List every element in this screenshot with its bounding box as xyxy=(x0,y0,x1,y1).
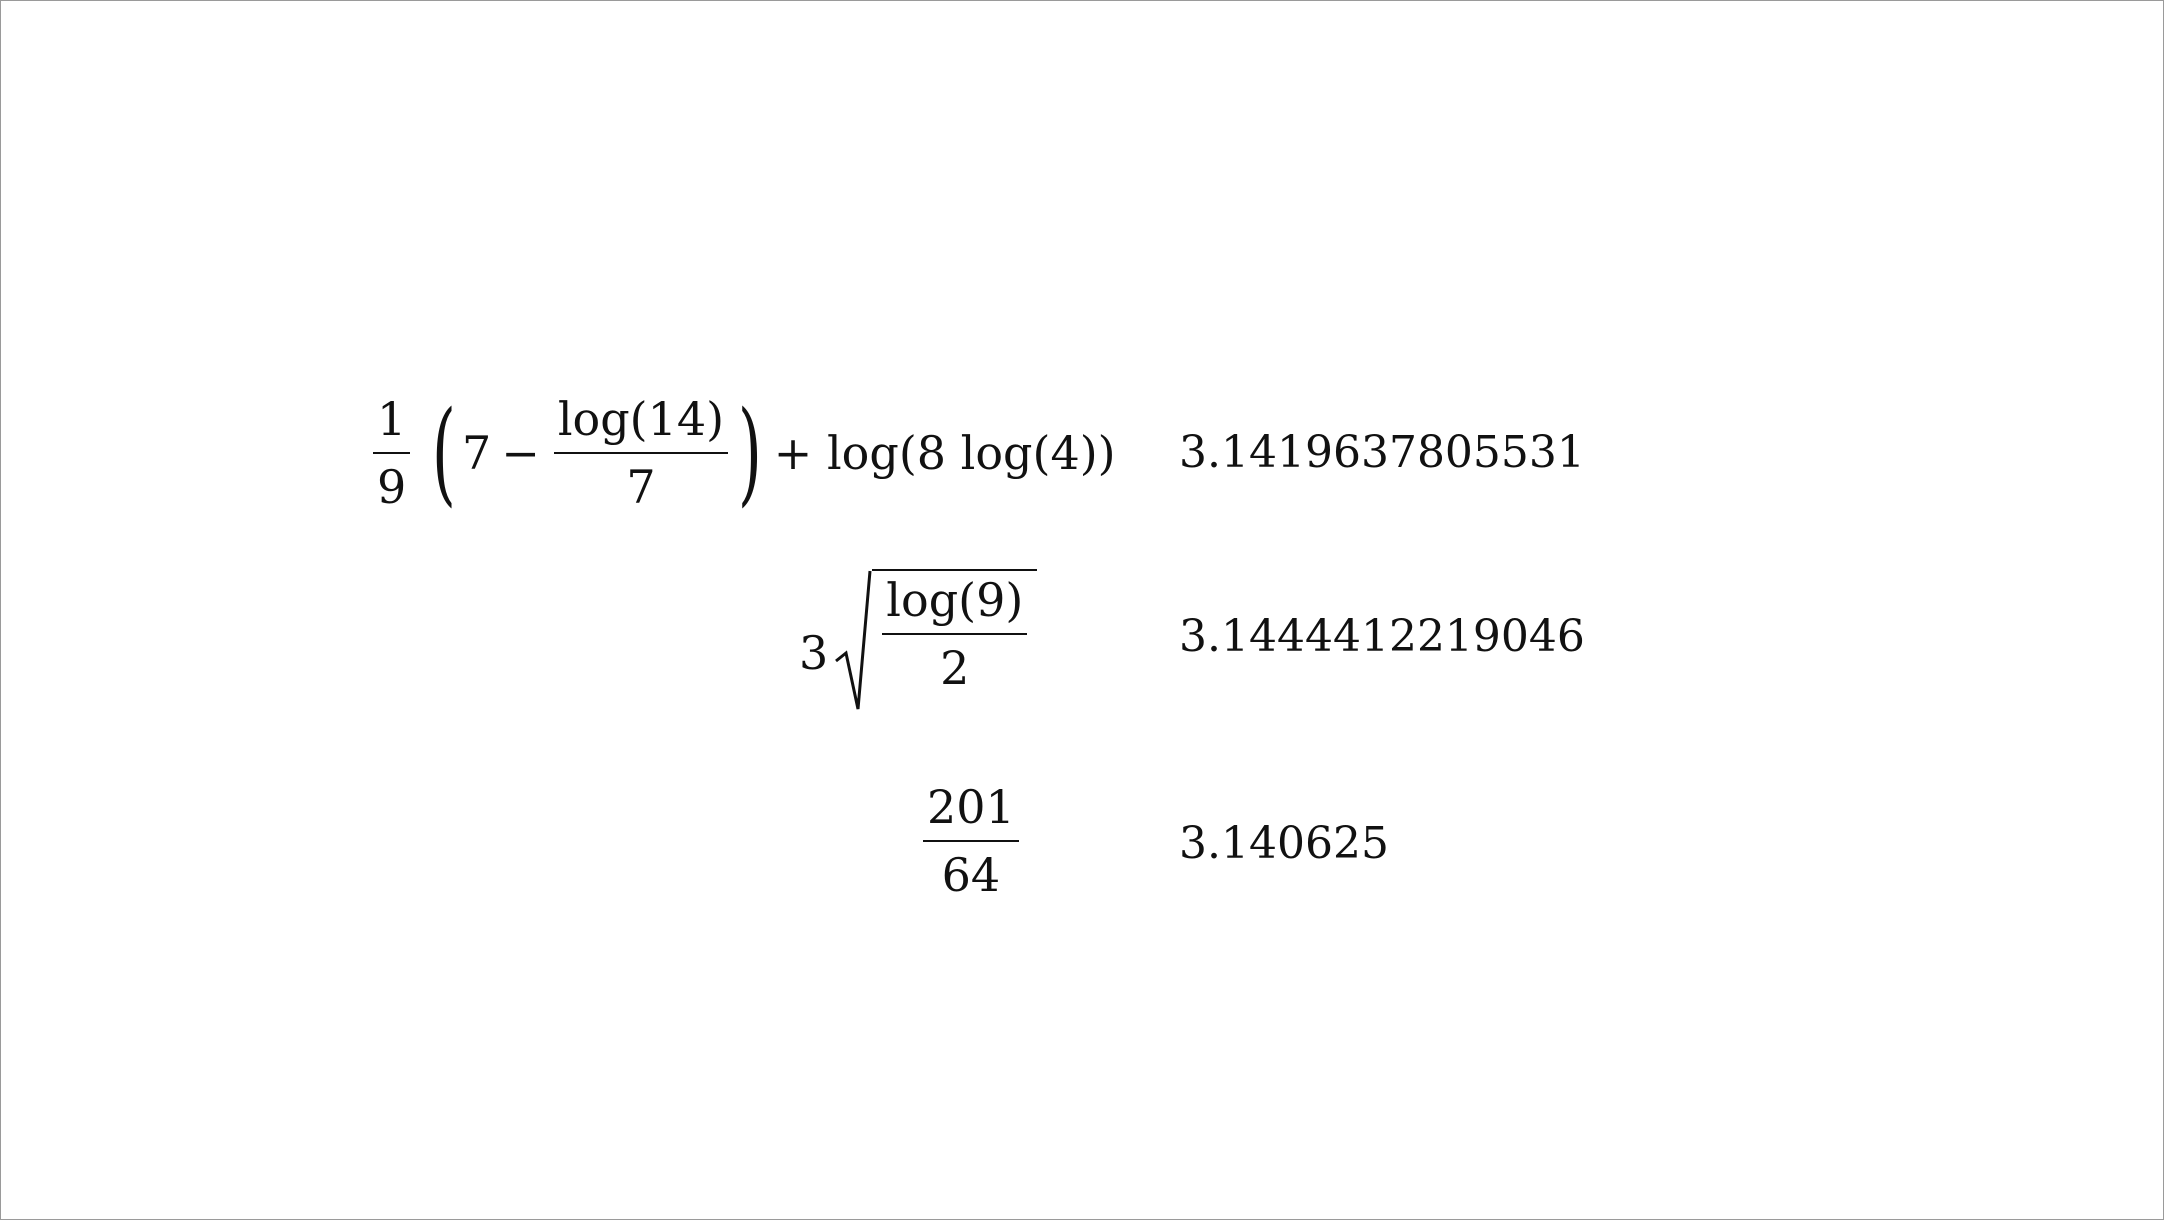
expression-3: 201 64 xyxy=(923,771,1019,911)
fraction-log9-over-2: log(9) 2 xyxy=(882,573,1028,695)
fraction-201-over-64: 201 64 xyxy=(923,784,1019,898)
fraction-bar xyxy=(923,840,1019,842)
fraction-bar xyxy=(553,452,729,454)
radicand: log(9) 2 xyxy=(872,569,1038,717)
denominator: 9 xyxy=(377,460,407,514)
denominator: 7 xyxy=(626,460,656,514)
term-seven: 7 xyxy=(461,426,492,480)
result-value-1: 3.1419637805531 xyxy=(1179,427,1585,478)
denominator: 2 xyxy=(940,641,970,695)
fraction-log14-over-7: log(14) 7 xyxy=(553,392,729,514)
minus-sign: − xyxy=(501,426,540,480)
fraction-bar xyxy=(373,452,411,454)
coefficient: 3 xyxy=(799,626,829,680)
numerator: 1 xyxy=(377,392,407,446)
denominator: 64 xyxy=(941,848,1001,902)
expression-1: 1 9 ( 7 − log(14) 7 ) + log(8 log(4)) xyxy=(373,383,1116,523)
numerator: log(9) xyxy=(886,573,1024,627)
result-value-2: 3.1444412219046 xyxy=(1179,611,1585,662)
fraction-one-ninth: 1 9 xyxy=(373,392,411,514)
radical-sign-icon xyxy=(835,570,872,710)
log-term: + log(8 log(4)) xyxy=(773,426,1116,480)
numerator: log(14) xyxy=(557,392,725,446)
close-paren: ) xyxy=(737,388,762,518)
square-root: log(9) 2 xyxy=(834,569,1038,717)
result-value-3: 3.140625 xyxy=(1179,818,1389,869)
numerator: 201 xyxy=(927,780,1015,834)
fraction-bar xyxy=(882,633,1028,635)
expression-2: 3 log(9) 2 xyxy=(799,569,1038,717)
open-paren: ( xyxy=(432,388,457,518)
